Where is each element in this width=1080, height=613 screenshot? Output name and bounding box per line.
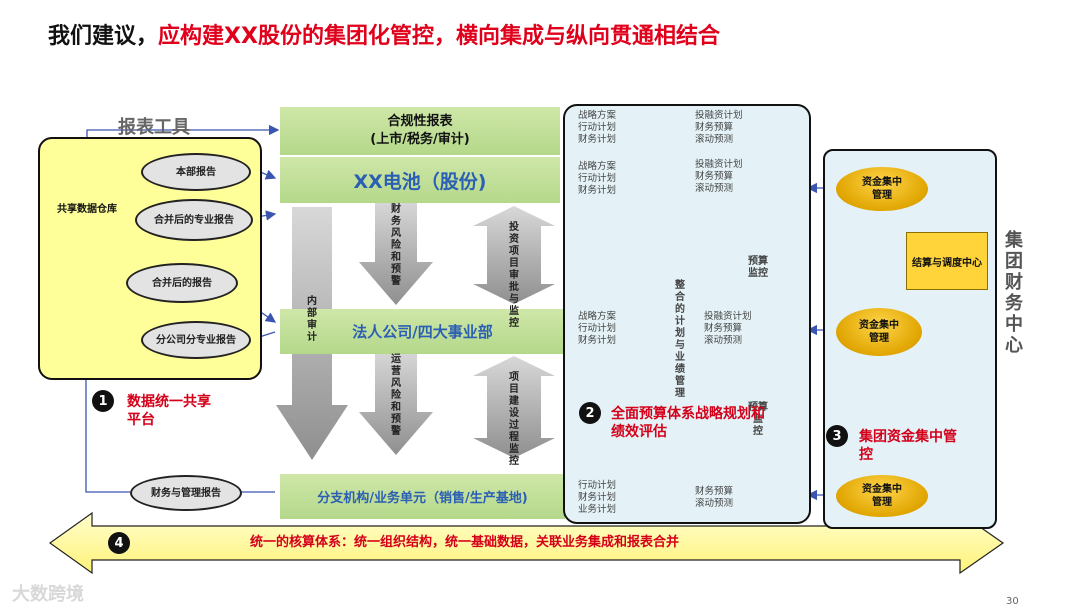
point-4-badge: 4	[108, 532, 130, 554]
integrated-plan-text: 整 合 的 计 划 与 业 绩 管 理	[675, 280, 685, 399]
budget-plan-3-right: 投融资计划 财务预算 滚动预测	[704, 311, 752, 346]
report-pill-merged-specialty: 合并后的专业报告	[135, 199, 253, 241]
point-1-text: 数据统一共享 平台	[127, 394, 211, 428]
branch-unit-band: 分支机构/业务单元（销售/生产基地)	[280, 474, 565, 519]
project-control-arrow	[473, 356, 555, 458]
budget-monitor-text-2: 预算 监 控	[748, 402, 768, 437]
page-number: 30	[1006, 596, 1019, 607]
report-pill-hq: 本部报告	[141, 153, 251, 191]
cash-management-3: 资金集中 管理	[836, 475, 928, 517]
point-3-badge: 3	[826, 425, 848, 447]
page-title: 我们建议，应构建XX股份的集团化管控，横向集成与纵向贯通相结合	[48, 18, 720, 50]
internal-audit-text: 内 部 审 计	[307, 296, 317, 343]
finance-risk-text: 财 务 风 险 和 预 警	[391, 204, 401, 287]
finance-risk-arrow	[359, 200, 433, 305]
budget-plan-4-right: 财务预算 滚动预测	[695, 486, 734, 509]
project-control-text: 项 目 建 设 过 程 监 控	[509, 372, 519, 467]
bottom-double-arrow	[48, 511, 1005, 575]
point-3-text: 集团资金集中管 控	[859, 429, 957, 463]
ops-risk-arrow	[359, 350, 433, 455]
budget-plan-2-right: 投融资计划 财务预算 滚动预测	[695, 159, 743, 194]
report-pill-merged: 合并后的报告	[126, 263, 238, 303]
invest-approval-text: 投 资 项 目 审 批 与 监 控	[509, 222, 519, 329]
ops-risk-text: 运 营 风 险 和 预 警	[391, 354, 401, 437]
shared-data-warehouse-label: 共享数据仓库	[57, 204, 117, 215]
budget-monitor-text-1: 预算 监控	[748, 256, 768, 279]
cash-management-1: 资金集中 管理	[836, 167, 928, 211]
title-highlight: 应构建XX股份的集团化管控，横向集成与纵向贯通相结合	[158, 24, 720, 49]
budget-plan-1-right: 投融资计划 财务预算 滚动预测	[695, 110, 743, 145]
finance-center-label: 集 团 财 务 中 心	[1005, 230, 1023, 356]
budget-panel	[563, 104, 811, 524]
budget-plan-3-left: 战略方案 行动计划 财务计划	[578, 311, 617, 346]
finance-management-report-pill: 财务与管理报告	[130, 475, 242, 511]
invest-approval-arrow	[473, 206, 555, 304]
watermark-logo: 大数跨境	[12, 584, 84, 605]
budget-plan-4-left: 行动计划 财务计划 业务计划	[578, 480, 617, 515]
budget-plan-1-left: 战略方案 行动计划 财务计划	[578, 110, 617, 145]
settlement-center: 结算与调度中心	[906, 232, 988, 290]
compliance-report-band: 合规性报表 (上市/税务/审计)	[280, 107, 560, 155]
cash-management-2: 资金集中 管理	[836, 308, 922, 356]
point-1-badge: 1	[92, 390, 114, 412]
point-2-text: 全面预算体系战略规划和 绩效评估	[611, 406, 765, 440]
company-band: XX电池（股份)	[280, 157, 560, 203]
report-tool-label: 报表工具	[118, 117, 190, 138]
legal-entity-band: 法人公司/四大事业部	[280, 309, 565, 354]
point-2-badge: 2	[579, 402, 601, 424]
point-4-text: 统一的核算体系：统一组织结构，统一基础数据，关联业务集成和报表合并	[250, 535, 680, 550]
budget-plan-2-left: 战略方案 行动计划 财务计划	[578, 161, 617, 196]
title-prefix: 我们建议，	[48, 24, 159, 49]
report-pill-branch: 分公司分专业报告	[141, 321, 251, 359]
